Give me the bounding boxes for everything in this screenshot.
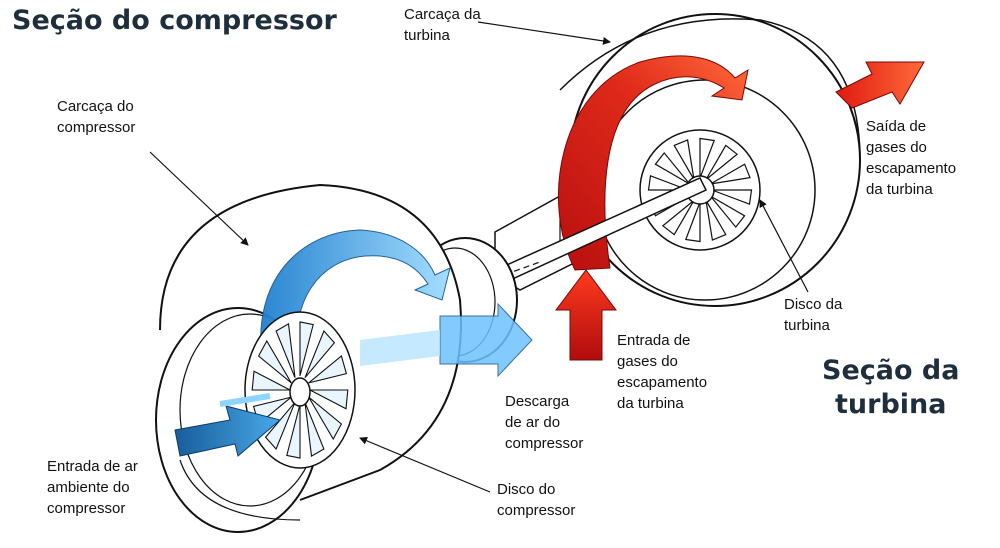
exhaust-flow-volute <box>558 55 749 271</box>
blade <box>661 199 695 236</box>
blade <box>275 323 296 378</box>
compressor-discharge-flow <box>360 302 533 378</box>
label-compressor-housing: Carcaça do compressor <box>57 98 136 136</box>
blade <box>705 144 739 181</box>
blade <box>304 402 325 457</box>
blade <box>673 139 695 180</box>
blade <box>286 404 301 459</box>
blade <box>308 396 343 441</box>
leader-compressor-housing <box>149 151 249 246</box>
blade <box>699 137 716 179</box>
label-turbine-wheel: Disco da turbina <box>784 296 843 334</box>
label-turbine-exhaust-inlet: Entrada de gases do escapamento da turbi… <box>617 332 708 412</box>
blade <box>309 389 349 410</box>
leader-compressor-wheel <box>359 436 491 493</box>
air-inlet-arrow <box>174 405 282 457</box>
blade <box>654 151 691 185</box>
blade <box>711 189 753 206</box>
exhaust-inlet-arrow <box>555 269 617 361</box>
label-compressor-discharge: Descarga de ar do compressor <box>505 393 584 452</box>
blade <box>308 355 348 384</box>
blade <box>705 200 727 241</box>
blade <box>304 329 336 379</box>
blade <box>710 163 751 185</box>
leader-turbine-wheel <box>759 199 809 293</box>
turbine-section-title: Seção da turbina <box>822 355 960 420</box>
blade <box>684 201 701 243</box>
label-compressor-wheel: Disco do compressor <box>497 481 576 519</box>
leader-turbine-housing <box>477 21 611 45</box>
blade <box>647 174 689 191</box>
blade <box>709 195 746 229</box>
label-turbine-housing: Carcaça da turbina <box>404 6 481 44</box>
exhaust-outlet-arrow <box>835 61 925 109</box>
blade <box>251 370 291 391</box>
compressor-section-title: Seção do compressor <box>12 5 337 36</box>
blade <box>299 321 314 376</box>
label-compressor-air-inlet: Entrada de ar ambiente do compressor <box>47 458 138 517</box>
blade <box>257 339 292 384</box>
compressor-air-volute <box>260 229 451 361</box>
label-turbine-exhaust-outlet: Saída de gases do escapamento da turbina <box>866 118 957 198</box>
compressor-wheel <box>244 311 356 469</box>
